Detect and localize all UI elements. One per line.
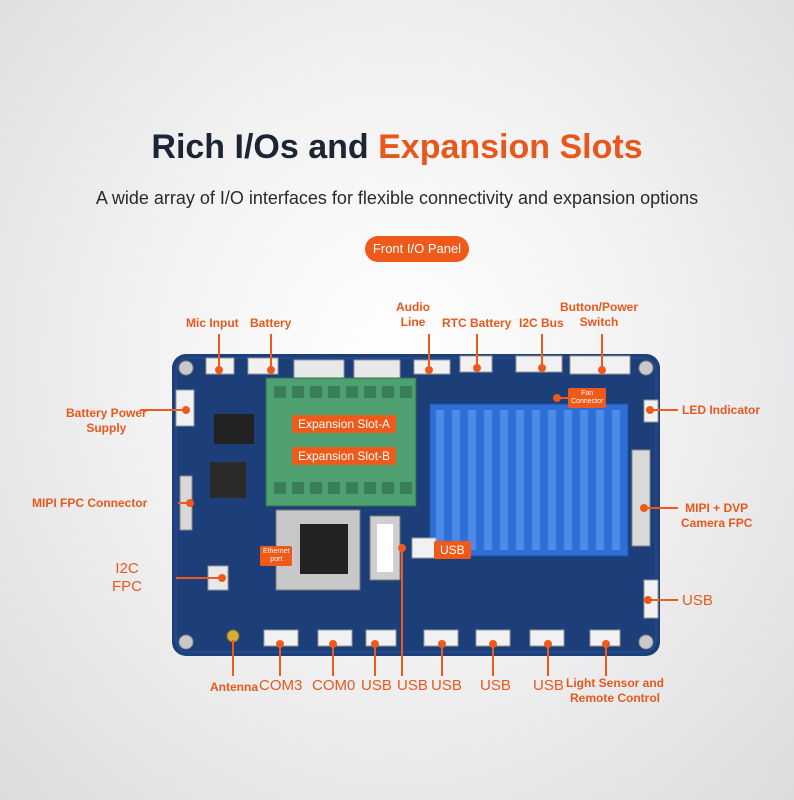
label-usb-b5: USB (533, 677, 564, 694)
label-usb-b3: USB (431, 677, 462, 694)
label-audio-line: Audio Line (396, 300, 430, 329)
page-subtitle: A wide array of I/O interfaces for flexi… (95, 188, 699, 208)
label-i2c-fpc: I2C FPC (112, 560, 142, 595)
tag-ethernet-port: Ethernet port (260, 546, 293, 566)
title-main: Rich I/Os and (151, 128, 379, 166)
label-mipi-dvp: MIPI + DVP Camera FPC (681, 501, 753, 530)
label-usb-b1: USB (361, 677, 392, 694)
label-i2c-bus: I2C Bus (519, 316, 564, 330)
label-usb-b4: USB (480, 677, 511, 694)
front-io-panel-pill: Front I/O Panel (365, 236, 469, 262)
label-com0: COM0 (312, 677, 356, 694)
label-usb-right: USB (682, 592, 713, 609)
label-button-power: Button/Power Switch (560, 300, 638, 329)
label-mic-input: Mic Input (186, 316, 239, 330)
label-mipi-fpc: MIPI FPC Connector (32, 496, 148, 510)
label-battery: Battery (250, 316, 292, 330)
page-title: Rich I/Os and Expansion Slots (0, 128, 794, 167)
tag-usb-mid: USB (434, 541, 471, 559)
tag-expansion-slot-a: Expansion Slot-A (292, 415, 397, 433)
label-battery-power-supply: Battery Power Supply (66, 406, 147, 435)
tag-fan-connector: Fan Connector (568, 388, 607, 408)
label-led-indicator: LED Indicator (682, 403, 761, 417)
label-rtc-battery: RTC Battery (442, 316, 512, 330)
label-light-sensor: Light Sensor and Remote Control (566, 676, 665, 705)
tag-expansion-slot-b: Expansion Slot-B (292, 447, 397, 465)
heatsink (429, 403, 629, 557)
label-antenna: Antenna (210, 680, 258, 694)
label-usb-b2: USB (397, 677, 428, 694)
title-accent: Expansion Slots (378, 128, 643, 166)
label-com3: COM3 (259, 677, 303, 694)
